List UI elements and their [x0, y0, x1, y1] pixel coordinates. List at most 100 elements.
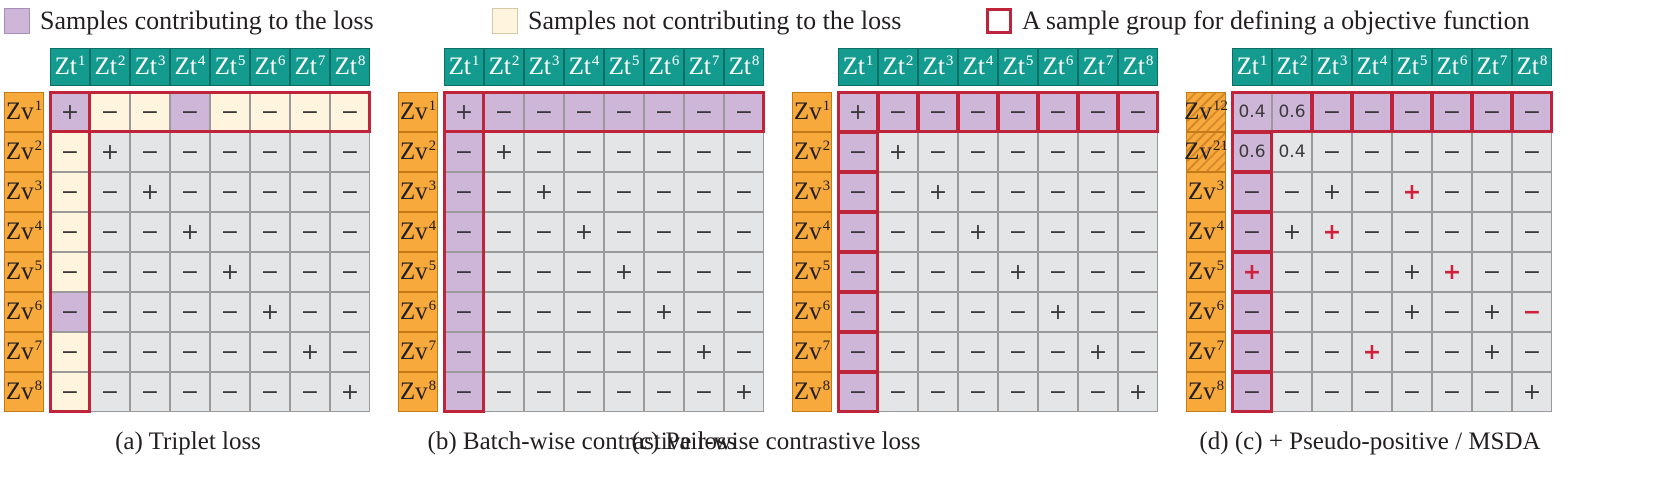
matrix-cell: + — [330, 372, 370, 412]
row-header-zv2: Zv2 — [4, 132, 44, 172]
matrix-cell: + — [878, 132, 918, 172]
matrix-cell: − — [1078, 172, 1118, 212]
axis-label-text: Zt6 — [255, 53, 286, 81]
matrix-cell: + — [1312, 212, 1352, 252]
matrix-cell: − — [878, 92, 918, 132]
row-header-zv12: Zv12 — [1184, 92, 1228, 132]
matrix-cell: − — [958, 92, 998, 132]
matrix-cell: − — [998, 212, 1038, 252]
column-header-zt3: Zt3 — [130, 48, 170, 86]
matrix-cell: − — [1352, 132, 1392, 172]
label-sup: 3 — [428, 178, 437, 194]
label-base: Zv — [399, 218, 428, 245]
label-base: Zt — [648, 53, 671, 80]
column-header-zt2: Zt2 — [1272, 48, 1312, 86]
axis-label-text: Zt8 — [729, 53, 760, 81]
matrix-cell: + — [1272, 212, 1312, 252]
label-base: Zv — [1187, 298, 1216, 325]
matrix-cell: + — [1038, 292, 1078, 332]
label-base: Zt — [1396, 53, 1419, 80]
matrix-cell: − — [1312, 292, 1352, 332]
row-header-zv7: Zv7 — [792, 332, 832, 372]
matrix-cell: − — [1472, 212, 1512, 252]
matrix-cell: − — [170, 292, 210, 332]
matrix-cell: − — [330, 172, 370, 212]
matrix-cell: − — [564, 292, 604, 332]
axis-label-text: Zv1 — [6, 98, 42, 126]
matrix-cell: − — [838, 292, 878, 332]
matrix-cell: − — [330, 252, 370, 292]
row-header-zv7: Zv7 — [1186, 332, 1226, 372]
matrix-cell: − — [130, 372, 170, 412]
column-header-zt7: Zt7 — [1078, 48, 1118, 86]
label-base: Zv — [1187, 338, 1216, 365]
matrix-cell: + — [724, 372, 764, 412]
matrix-cell: + — [1078, 332, 1118, 372]
label-sup: 7 — [34, 338, 43, 354]
axis-label-text: Zv8 — [400, 378, 436, 406]
panel-caption: (c) Pair-wise contrastive loss — [631, 428, 921, 455]
matrix-cell: − — [724, 252, 764, 292]
label-sup: 2 — [428, 138, 437, 154]
matrix-cell: − — [838, 332, 878, 372]
label-base: Zv — [5, 298, 34, 325]
matrix-cell: − — [250, 372, 290, 412]
label-base: Zv — [5, 338, 34, 365]
row-header-zv1: Zv1 — [4, 92, 44, 132]
matrix-cell: − — [290, 292, 330, 332]
matrix-cell: − — [1432, 132, 1472, 172]
matrix-cell: − — [998, 372, 1038, 412]
label-base: Zt — [1002, 53, 1025, 80]
matrix-cell: − — [330, 332, 370, 372]
matrix-cell: − — [1232, 332, 1272, 372]
matrix-cell: − — [1432, 292, 1472, 332]
row-header-zv8: Zv8 — [792, 372, 832, 412]
matrix-cell: − — [564, 252, 604, 292]
label-sup: 8 — [1539, 53, 1548, 69]
axis-label-text: Zv6 — [400, 298, 436, 326]
matrix-cell: − — [1312, 92, 1352, 132]
label-sup: 2 — [822, 138, 831, 154]
matrix-cell: − — [958, 332, 998, 372]
matrix-cell: − — [878, 372, 918, 412]
matrix-cell: − — [1312, 332, 1352, 372]
matrix-cell: − — [564, 172, 604, 212]
matrix-cell: − — [644, 372, 684, 412]
matrix-cell: − — [130, 132, 170, 172]
label-sup: 7 — [711, 53, 720, 69]
label-base: Zv — [399, 378, 428, 405]
column-header-zt5: Zt5 — [998, 48, 1038, 86]
matrix-cell: − — [1038, 252, 1078, 292]
label-base: Zt — [254, 53, 277, 80]
matrix-cell: + — [210, 252, 250, 292]
label-sup: 5 — [1419, 53, 1428, 69]
label-base: Zv — [399, 98, 428, 125]
matrix-cell: − — [130, 252, 170, 292]
label-sup: 2 — [1299, 53, 1308, 69]
label-base: Zt — [568, 53, 591, 80]
matrix-cell: − — [684, 132, 724, 172]
label-sup: 5 — [631, 53, 640, 69]
matrix-cell: − — [1118, 132, 1158, 172]
axis-label-text: Zv2 — [400, 138, 436, 166]
matrix-cell: − — [918, 132, 958, 172]
axis-label-text: Zv8 — [794, 378, 830, 406]
label-sup: 6 — [1216, 298, 1225, 314]
matrix-cell: − — [1272, 372, 1312, 412]
label-sup: 6 — [1459, 53, 1468, 69]
matrix-cell: − — [484, 332, 524, 372]
column-header-zt4: Zt4 — [958, 48, 998, 86]
label-sup: 1 — [1259, 53, 1268, 69]
axis-label-text: Zv6 — [1188, 298, 1224, 326]
matrix-cell: − — [1352, 92, 1392, 132]
label-sup: 4 — [591, 53, 600, 69]
matrix-cell: − — [564, 132, 604, 172]
label-sup: 8 — [428, 378, 437, 394]
axis-label-text: Zt6 — [649, 53, 680, 81]
axis-label-text: Zv6 — [794, 298, 830, 326]
row-header-zv8: Zv8 — [4, 372, 44, 412]
label-base: Zv — [793, 98, 822, 125]
axis-label-text: Zv3 — [1188, 178, 1224, 206]
column-header-zt8: Zt8 — [1118, 48, 1158, 86]
